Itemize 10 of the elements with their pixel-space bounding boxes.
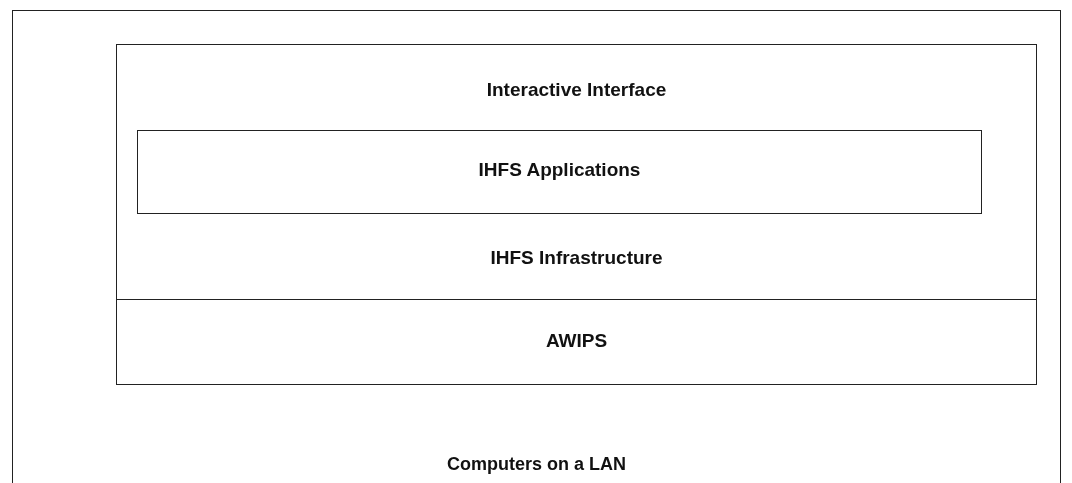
- layer-box: [137, 130, 982, 214]
- layer-band: [116, 44, 1037, 132]
- layer-label: IHFS Infrastructure: [489, 247, 664, 269]
- frame: [12, 10, 1061, 483]
- layer-label: IHFS Applications: [477, 159, 642, 181]
- layer-band: [116, 131, 1037, 300]
- layer-band: [116, 299, 1037, 385]
- frame-label: Computers on a LAN: [446, 454, 627, 475]
- layer-label: AWIPS: [544, 330, 609, 352]
- layer-label: Interactive Interface: [485, 79, 668, 101]
